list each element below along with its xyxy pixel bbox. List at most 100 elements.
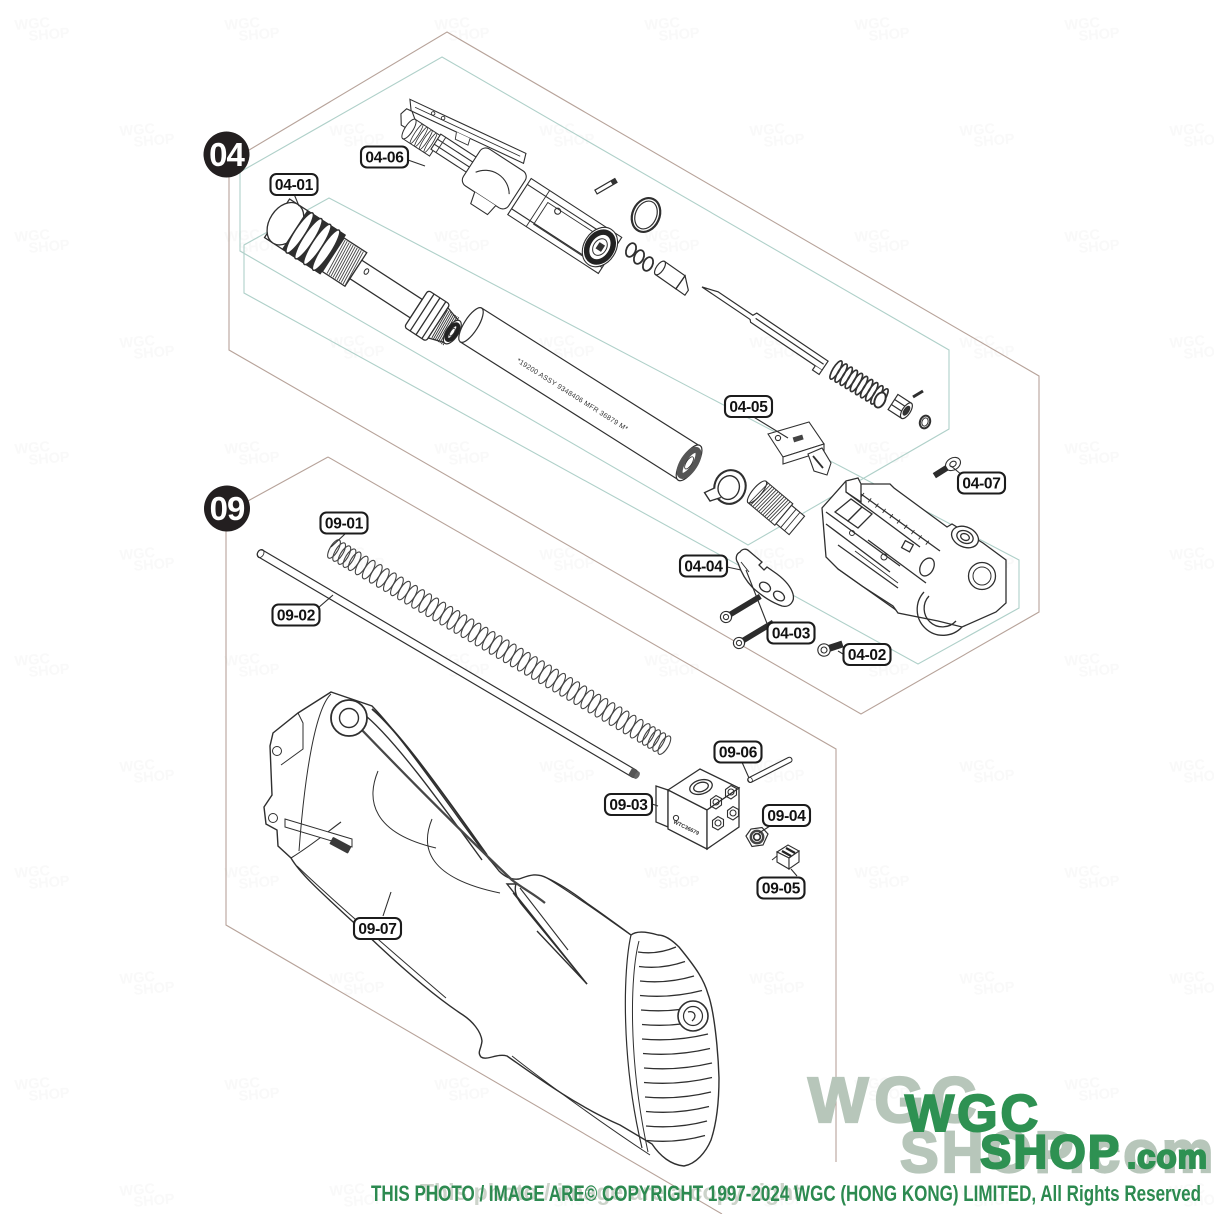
svg-text:WGC: WGC [959, 1181, 996, 1200]
svg-text:04-06: 04-06 [365, 150, 404, 167]
svg-text:SHOP: SHOP [553, 555, 596, 575]
svg-text:WGC: WGC [119, 545, 156, 564]
svg-text:SHOP: SHOP [133, 767, 176, 787]
svg-text:WGC: WGC [14, 1075, 51, 1094]
svg-text:SHOP: SHOP [1078, 873, 1121, 893]
svg-text:SHOP: SHOP [973, 979, 1016, 999]
svg-text:SHOP: SHOP [973, 767, 1016, 787]
svg-text:04-03: 04-03 [772, 626, 811, 643]
svg-text:SHOP: SHOP [343, 979, 386, 999]
svg-text:WGC: WGC [119, 333, 156, 352]
svg-text:SHOP: SHOP [1183, 767, 1214, 787]
svg-text:WGC: WGC [434, 15, 471, 34]
svg-text:09: 09 [210, 490, 245, 527]
svg-text:SHOP: SHOP [868, 449, 911, 469]
svg-text:SHOP: SHOP [763, 131, 806, 151]
svg-text:WGC: WGC [749, 121, 786, 140]
svg-text:WGC: WGC [14, 863, 51, 882]
svg-text:WGC: WGC [434, 227, 471, 246]
svg-text:WGC: WGC [224, 15, 261, 34]
svg-text:WGC: WGC [539, 1181, 576, 1200]
svg-text:SHOP: SHOP [1183, 131, 1214, 151]
svg-text:WGC: WGC [539, 545, 576, 564]
svg-text:04-01: 04-01 [275, 177, 314, 194]
svg-text:WGC: WGC [1169, 333, 1206, 352]
svg-text:WGC: WGC [1169, 1181, 1206, 1200]
svg-text:SHOP: SHOP [1078, 661, 1121, 681]
svg-text:04-04: 04-04 [684, 559, 723, 576]
svg-text:WGC: WGC [854, 15, 891, 34]
svg-text:WGC: WGC [329, 121, 366, 140]
svg-text:This photo / image are a copy: This photo / image are a copy right [420, 1179, 801, 1205]
svg-text:SHOP: SHOP [658, 873, 701, 893]
svg-text:SHOP: SHOP [658, 237, 701, 257]
svg-text:SHOP: SHOP [238, 873, 281, 893]
svg-text:SHOP: SHOP [868, 873, 911, 893]
svg-text:WGC: WGC [644, 651, 681, 670]
svg-text:WGC: WGC [1169, 545, 1206, 564]
svg-text:SHOP: SHOP [28, 1085, 71, 1105]
svg-text:SHOP: SHOP [763, 1191, 806, 1211]
svg-text:WGC: WGC [905, 1085, 1041, 1143]
svg-text:04-05: 04-05 [729, 399, 768, 416]
svg-text:SHOP: SHOP [1183, 343, 1214, 363]
svg-text:WGC: WGC [1169, 757, 1206, 776]
svg-text:WGC: WGC [14, 15, 51, 34]
svg-text:WGC: WGC [749, 969, 786, 988]
svg-text:WGC: WGC [539, 757, 576, 776]
svg-text:09-04: 09-04 [767, 808, 806, 825]
svg-text:SHOP: SHOP [553, 343, 596, 363]
svg-text:WGC: WGC [539, 333, 576, 352]
svg-text:SHOP: SHOP [1078, 25, 1121, 45]
svg-text:WGC: WGC [854, 1075, 891, 1094]
svg-text:SHOP: SHOP [28, 873, 71, 893]
svg-text:WGC: WGC [644, 863, 681, 882]
svg-text:SHOP: SHOP [868, 237, 911, 257]
svg-text:SHOP: SHOP [658, 25, 701, 45]
svg-text:WGC: WGC [959, 333, 996, 352]
svg-text:SHOP: SHOP [973, 343, 1016, 363]
svg-text:WGC: WGC [14, 651, 51, 670]
svg-text:SHOP: SHOP [238, 1085, 281, 1105]
svg-text:WGC: WGC [808, 1064, 982, 1136]
svg-text:SHOP: SHOP [763, 555, 806, 575]
svg-text:WGC: WGC [1064, 863, 1101, 882]
svg-text:09-01: 09-01 [325, 516, 364, 533]
svg-text:SHOP: SHOP [973, 1191, 1016, 1211]
svg-text:SHOP: SHOP [28, 25, 71, 45]
svg-text:04: 04 [209, 136, 245, 173]
svg-text:WGC: WGC [959, 969, 996, 988]
svg-text:WGC: WGC [1064, 439, 1101, 458]
svg-text:SHOP: SHOP [448, 449, 491, 469]
svg-text:SHOP: SHOP [133, 131, 176, 151]
svg-text:SHOP: SHOP [238, 661, 281, 681]
svg-text:WGC: WGC [1169, 969, 1206, 988]
svg-text:WGC: WGC [119, 1181, 156, 1200]
svg-text:09-03: 09-03 [609, 797, 648, 814]
svg-text:WGC: WGC [329, 333, 366, 352]
svg-text:WGC: WGC [119, 969, 156, 988]
svg-text:WGC: WGC [119, 121, 156, 140]
svg-text:WGC: WGC [854, 439, 891, 458]
svg-text:SHOP: SHOP [868, 25, 911, 45]
svg-text:WGC: WGC [644, 15, 681, 34]
svg-text:WGC: WGC [959, 757, 996, 776]
svg-text:WGC: WGC [14, 227, 51, 246]
svg-text:SHOP: SHOP [868, 1085, 911, 1105]
svg-text:SHOP: SHOP [28, 661, 71, 681]
svg-text:SHOP: SHOP [1078, 449, 1121, 469]
svg-text:09-05: 09-05 [762, 881, 801, 898]
svg-text:SHOP: SHOP [343, 555, 386, 575]
svg-text:WGC: WGC [539, 121, 576, 140]
svg-text:SHOP: SHOP [133, 343, 176, 363]
svg-text:SHOP: SHOP [448, 1085, 491, 1105]
svg-text:SHOP: SHOP [133, 555, 176, 575]
svg-text:WGC: WGC [1064, 15, 1101, 34]
svg-text:WGC: WGC [434, 1075, 471, 1094]
svg-text:SHOP: SHOP [238, 449, 281, 469]
svg-text:WGC: WGC [854, 227, 891, 246]
svg-text:WGC: WGC [1064, 227, 1101, 246]
svg-text:WGC: WGC [1064, 651, 1101, 670]
svg-text:WGC: WGC [434, 439, 471, 458]
svg-text:SHOP: SHOP [1183, 1191, 1214, 1211]
